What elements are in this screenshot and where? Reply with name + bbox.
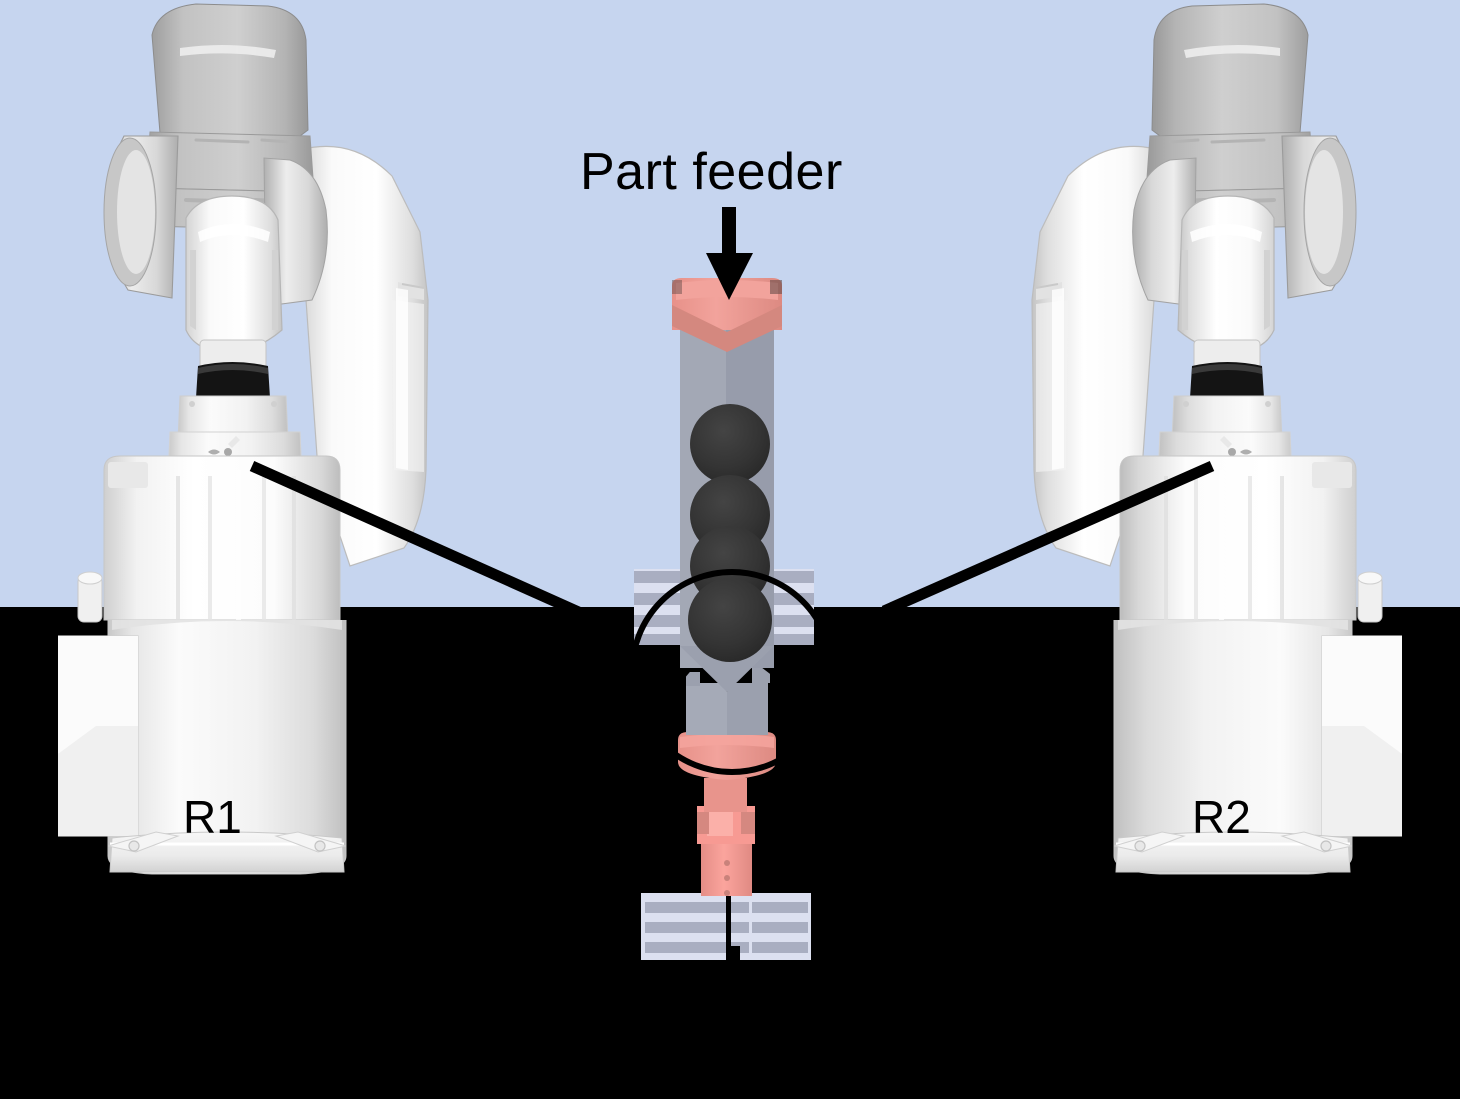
annotation-layer [249,207,1215,624]
robot-r2-label: R2 [1192,791,1251,843]
feeder-highlight-ellipse [629,569,835,775]
feeder-lower-fixture-plate [641,893,811,960]
leader-line-r1 [249,460,595,624]
r2-tool-collar [1190,339,1264,404]
r1-base [58,620,347,875]
r1-body [77,455,341,640]
feeder-gripper [697,778,755,896]
r1-base-flange [107,831,347,873]
r1-tool-collar [196,339,270,404]
r2-body [1119,455,1383,640]
r2-mount-plate [1171,395,1283,441]
feeder-part [690,404,770,484]
r1-side-connector [77,571,103,623]
r2-wrist-left-barrel [1281,135,1357,299]
part-feeder-label: Part feeder [580,143,843,201]
robot-r1[interactable] [58,3,429,875]
r2-side-connector [1357,571,1383,623]
r2-base-flange [1113,831,1353,873]
feeder-parts-stack [688,404,772,662]
r1-wrist-fork [185,195,283,353]
robot-r2[interactable] [1031,3,1402,875]
robot-r1-label: R1 [183,791,242,843]
leader-line-r2 [881,460,1215,617]
part-feeder-arrow-icon [706,207,753,300]
r1-wrist-left-barrel [103,135,179,299]
r2-wrist-fork [1177,195,1275,353]
part-feeder-assembly[interactable] [629,278,835,960]
feeder-part [688,578,772,662]
r2-base [1113,620,1402,875]
